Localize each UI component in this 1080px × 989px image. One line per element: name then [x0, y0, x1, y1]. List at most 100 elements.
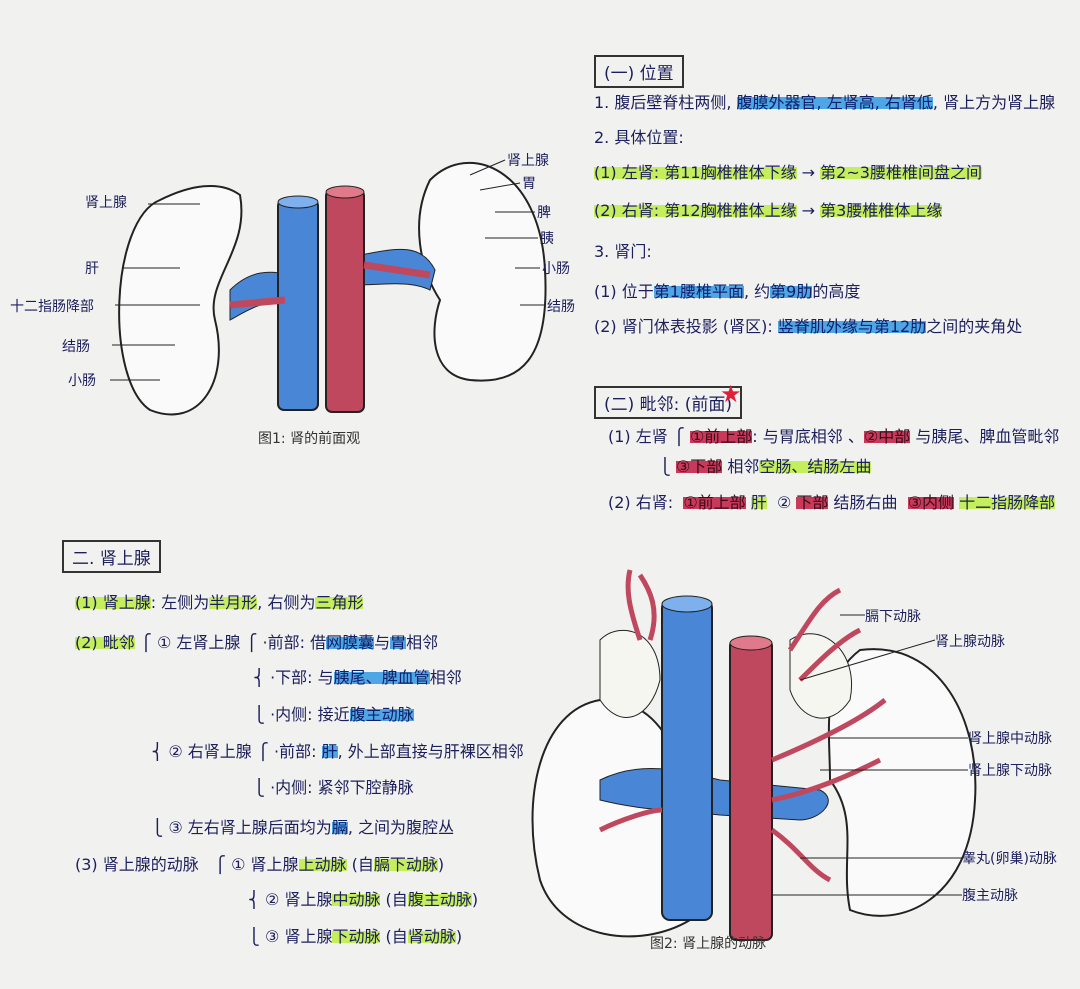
note-text: 3. 肾门: [594, 242, 652, 261]
note-text: (自 [346, 855, 374, 874]
note-text: , 外上部直接与肝裸区相邻 [337, 742, 524, 761]
star-icon: ★ [720, 380, 742, 408]
note-text: ⎩ ·内侧: 接近 [75, 705, 350, 724]
note-text: 的高度 [812, 282, 861, 301]
note-line: ⎩ ③下部 相邻空肠、结肠左曲 [608, 456, 872, 478]
note-text: (1) 左肾 ⎧ [608, 427, 690, 446]
note-line: (2) 肾门体表投影 (肾区): 竖脊肌外缘与第12肋之间的夹角处 [594, 316, 1022, 338]
note-text: → [796, 163, 821, 182]
highlighted-text: (2) 右肾: 第12胸椎椎体上缘 [594, 201, 797, 220]
fig1-label-small-intestine-right: 小肠 [542, 261, 570, 277]
note-text: 相邻 [722, 457, 760, 476]
note-text: 2. 具体位置: [594, 128, 684, 147]
note-line: 1. 腹后壁脊柱两侧, 腹膜外器官, 左肾高, 右肾低, 肾上方为肾上腺 [594, 92, 1055, 114]
note-line: (2) 右肾: ①前上部 肝 ② 下部 结肠右曲 ③内侧 十二指肠降部 [608, 492, 1056, 514]
highlighted-text: 上动脉 [298, 855, 347, 874]
note-line: (1) 位于第1腰椎平面, 约第9肋的高度 [594, 281, 860, 303]
note-line: ⎨ ·下部: 与胰尾、脾血管相邻 [75, 667, 462, 689]
highlighted-text: 网膜囊 [326, 633, 375, 652]
note-line: 3. 肾门: [594, 241, 652, 263]
note-text: ) [455, 927, 463, 946]
note-text: 与胰尾、脾血管毗邻 [910, 427, 1060, 446]
note-line: (1) 肾上腺: 左侧为半月形, 右侧为三角形 [75, 592, 364, 614]
fig2-label-adrenal-artery: 肾上腺动脉 [935, 634, 1005, 650]
highlighted-text: ②中部 [863, 427, 911, 446]
highlighted-text: 胃 [390, 633, 407, 652]
highlighted-text: 第1腰椎平面 [653, 282, 744, 301]
kidney-anterior-diagram [110, 159, 547, 416]
note-text: ⎨ ② 肾上腺 [75, 890, 333, 909]
fig2-label-gonadal-artery: 睾丸(卵巢)动脉 [962, 851, 1057, 867]
note-text: 与 [374, 633, 391, 652]
note-text: , 约 [743, 282, 771, 301]
note-text: ⎩ ·内侧: 紧邻下腔静脉 [75, 778, 414, 797]
highlighted-text: 肝 [321, 742, 338, 761]
highlighted-text: 十二指肠降部 [959, 493, 1056, 512]
note-text: ⎧ ① 左肾上腺 ⎧ ·前部: 借 [134, 633, 327, 652]
highlighted-text: 空肠、结肠左曲 [759, 457, 872, 476]
fig2-label-abdominal-aorta: 腹主动脉 [962, 888, 1018, 904]
highlighted-text: 腹主动脉 [407, 890, 472, 909]
fig2-label-inferior-adrenal-artery: 肾上腺下动脉 [968, 763, 1052, 779]
highlighted-text: 三角形 [315, 593, 364, 612]
highlighted-text: 下动脉 [332, 927, 381, 946]
note-text: 相邻 [406, 633, 439, 652]
note-line: ⎩ ③ 肾上腺下动脉 (自肾动脉) [75, 926, 462, 948]
highlighted-text: 腹膜外器官, 左肾高, 右肾低 [736, 93, 933, 112]
note-text: ② [766, 493, 797, 512]
note-text: (自 [380, 927, 408, 946]
highlighted-text: ①前上部 [689, 427, 753, 446]
note-text: (2) 右肾: [608, 493, 684, 512]
note-line: (2) 毗邻 ⎧ ① 左肾上腺 ⎧ ·前部: 借网膜囊与胃相邻 [75, 632, 438, 654]
note-text: : 与胃底相邻 、 [752, 427, 864, 446]
fig1-label-liver: 肝 [85, 261, 99, 277]
highlighted-text: ①前上部 [683, 493, 746, 512]
highlighted-text: 膈 [331, 818, 348, 837]
highlighted-text: 第9肋 [770, 282, 813, 301]
note-text: ⎨ ② 右肾上腺 ⎧ ·前部: [75, 742, 322, 761]
highlighted-text: 半月形 [209, 593, 258, 612]
highlighted-text: (1) 肾上腺 [75, 593, 151, 612]
note-text: (1) 位于 [594, 282, 654, 301]
highlighted-text: 中动脉 [332, 890, 381, 909]
highlighted-text: 膈下动脉 [373, 855, 438, 874]
highlighted-text: 胰尾、脾血管 [333, 668, 430, 687]
highlighted-text: ③内侧 [907, 493, 955, 512]
fig1-label-adrenal-right: 肾上腺 [507, 153, 549, 169]
highlighted-text: (2) 毗邻 [75, 633, 135, 652]
highlighted-text: 第3腰椎椎体上缘 [820, 201, 943, 220]
fig2-caption: 图2: 肾上腺的动脉 [650, 936, 767, 952]
fig1-label-small-intestine-left: 小肠 [68, 373, 96, 389]
fig1-label-duodenum: 十二指肠降部 [10, 299, 94, 315]
highlighted-text: 第2~3腰椎椎间盘之间 [820, 163, 982, 182]
note-text: , 肾上方为肾上腺 [932, 93, 1056, 112]
highlighted-text: 肾动脉 [407, 927, 456, 946]
note-line: ⎩ ③ 左右肾上腺后面均为膈, 之间为腹腔丛 [75, 817, 454, 839]
highlighted-text: 肝 [750, 493, 767, 512]
note-text: 相邻 [429, 668, 462, 687]
note-text: (2) 肾门体表投影 (肾区): [594, 317, 778, 336]
fig1-label-adrenal-left: 肾上腺 [85, 195, 127, 211]
fig2-label-middle-adrenal-artery: 肾上腺中动脉 [968, 731, 1052, 747]
fig1-label-pancreas: 胰 [540, 231, 554, 247]
fig1-label-colon-right: 结肠 [547, 299, 575, 315]
note-text: (自 [380, 890, 408, 909]
note-text: 结肠右曲 [828, 493, 908, 512]
note-text: ⎩ [608, 457, 676, 476]
adrenal-title: 二. 肾上腺 [62, 540, 161, 573]
note-text: , 右侧为 [257, 593, 316, 612]
fig1-caption: 图1: 肾的前面观 [258, 431, 361, 447]
highlighted-text: 腹主动脉 [349, 705, 414, 724]
highlighted-text: (1) 左肾: 第11胸椎椎体下缘 [594, 163, 797, 182]
highlighted-text: 下部 [796, 493, 829, 512]
note-line: 2. 具体位置: [594, 127, 684, 149]
note-line: ⎨ ② 肾上腺中动脉 (自腹主动脉) [75, 889, 478, 911]
note-line: (1) 左肾 ⎧ ①前上部: 与胃底相邻 、②中部 与胰尾、脾血管毗邻 [608, 426, 1059, 448]
note-line: (1) 左肾: 第11胸椎椎体下缘 → 第2~3腰椎椎间盘之间 [594, 162, 982, 184]
note-text: , 之间为腹腔丛 [347, 818, 455, 837]
note-line: ⎩ ·内侧: 紧邻下腔静脉 [75, 777, 414, 799]
note-text: ) [471, 890, 479, 909]
fig2-label-inferior-phrenic-artery: 膈下动脉 [865, 609, 921, 625]
adjacent-title: (二) 毗邻: (前面) [594, 386, 743, 419]
